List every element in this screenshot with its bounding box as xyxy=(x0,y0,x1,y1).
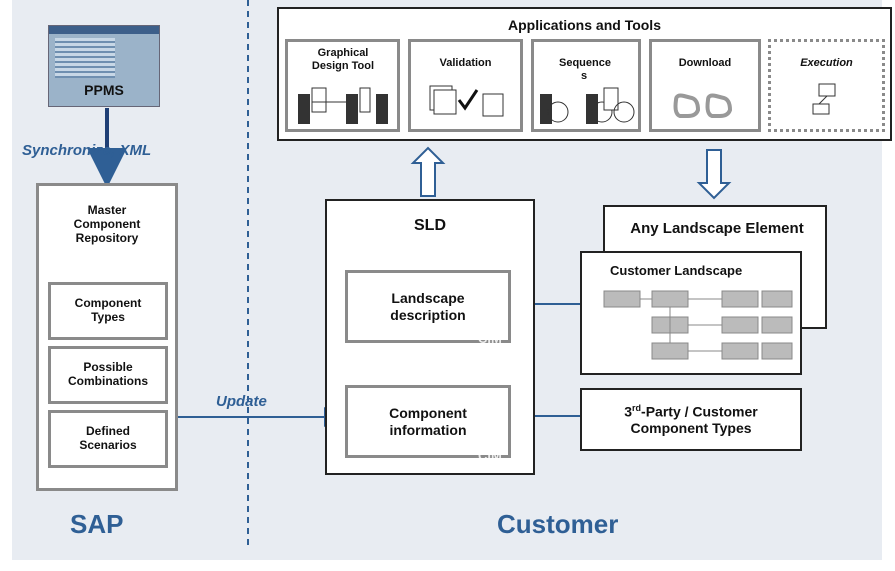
landscape-description-box: Landscape description CIM xyxy=(345,270,511,346)
tool-graphical-design: Graphical Design Tool xyxy=(285,39,400,132)
third-party-label: 3rd-Party / Customer Component Types xyxy=(591,403,791,436)
execution-flow-icon xyxy=(812,83,836,115)
applications-title: Applications and Tools xyxy=(508,17,661,33)
tool-execution: Execution xyxy=(768,39,885,132)
sequence-servers-icon xyxy=(540,87,635,124)
ppms-window-titlebar xyxy=(49,26,159,34)
repository-title: Master Component Repository xyxy=(73,203,141,245)
customer-landscape-label: Customer Landscape xyxy=(610,263,743,278)
download-glasses-icon xyxy=(673,93,733,118)
third-party-rest: -Party / Customer Component Types xyxy=(630,403,758,436)
third-party-prefix: 3 xyxy=(624,403,633,420)
component-information-label: Component information xyxy=(389,405,467,438)
component-information-box: Component information CIM xyxy=(345,385,511,463)
sap-footer-label: SAP xyxy=(70,509,124,539)
cim-label-upper: CIM xyxy=(478,331,502,346)
validation-check-icon xyxy=(429,85,504,117)
defined-scenarios-box: Defined Scenarios xyxy=(48,410,168,468)
tool-validation: Validation xyxy=(408,39,523,132)
any-landscape-element-label: Any Landscape Element xyxy=(630,220,804,237)
customer-footer-label: Customer xyxy=(497,509,619,539)
apps-to-landscape-arrow xyxy=(696,149,732,200)
update-label: Update xyxy=(216,393,267,410)
sld-title: SLD xyxy=(414,217,446,234)
ppms-screenshot: PPMS xyxy=(48,25,160,107)
tool-download-label: Download xyxy=(678,57,732,69)
tool-sequences: Sequence s xyxy=(531,39,641,132)
tool-download: Download xyxy=(649,39,761,132)
master-component-repository: Master Component Repository Component Ty… xyxy=(36,183,178,491)
customer-landscape-box: Customer Landscape xyxy=(580,251,802,375)
cim-label-lower: CIM xyxy=(478,448,502,463)
defined-scenarios-label: Defined Scenarios xyxy=(79,424,137,452)
third-party-box: 3rd-Party / Customer Component Types xyxy=(580,388,802,451)
component-types-label: Component Types xyxy=(74,296,142,324)
possible-combinations-label: Possible Combinations xyxy=(68,360,148,388)
component-types-box: Component Types xyxy=(48,282,168,340)
third-party-superscript: rd xyxy=(632,403,642,414)
ppms-label: PPMS xyxy=(84,82,124,98)
tool-graphical-design-label: Graphical Design Tool xyxy=(311,47,375,72)
sld-to-apps-arrow xyxy=(410,146,446,197)
ppms-window-content xyxy=(55,38,115,78)
server-network-icon xyxy=(298,87,388,124)
landscape-network-graphic xyxy=(603,290,793,360)
tool-sequences-label: Sequence s xyxy=(559,57,611,82)
possible-combinations-box: Possible Combinations xyxy=(48,346,168,404)
sync-label: Synchronize, XML xyxy=(22,142,152,159)
landscape-description-label: Landscape description xyxy=(390,290,466,323)
tool-execution-label: Execution xyxy=(800,57,853,69)
tool-validation-label: Validation xyxy=(439,57,492,69)
